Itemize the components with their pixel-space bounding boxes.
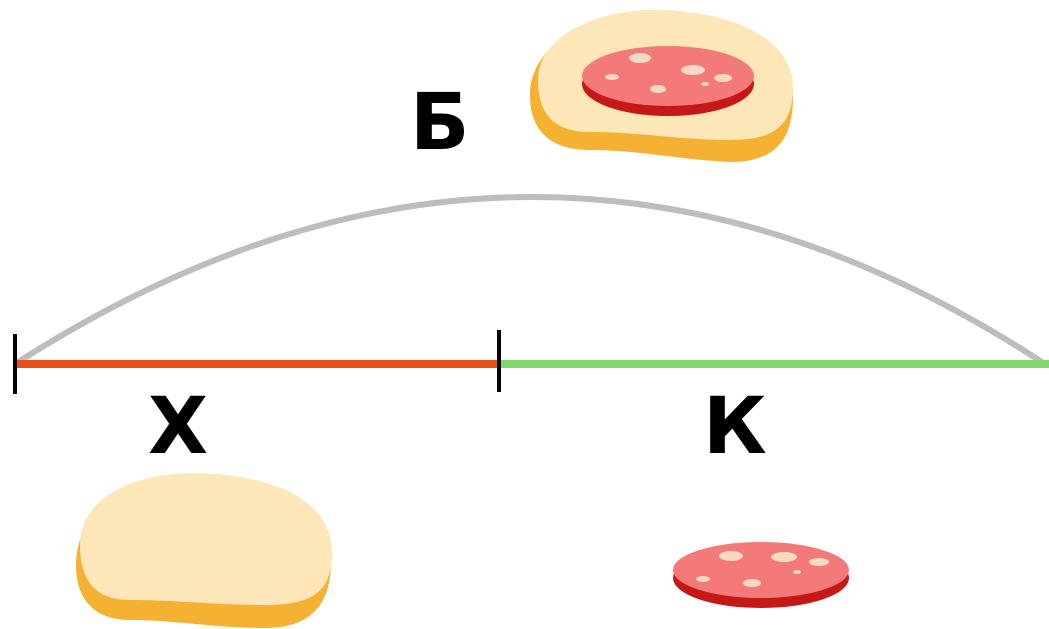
left-part-label: Х [148,382,209,472]
sandwich-icon [530,9,794,162]
sausage-slice-icon [673,542,849,608]
bread-slice-icon [76,473,333,628]
whole-arc [13,194,1047,367]
right-part-label: К [703,382,767,472]
whole-label: Б [410,78,470,168]
